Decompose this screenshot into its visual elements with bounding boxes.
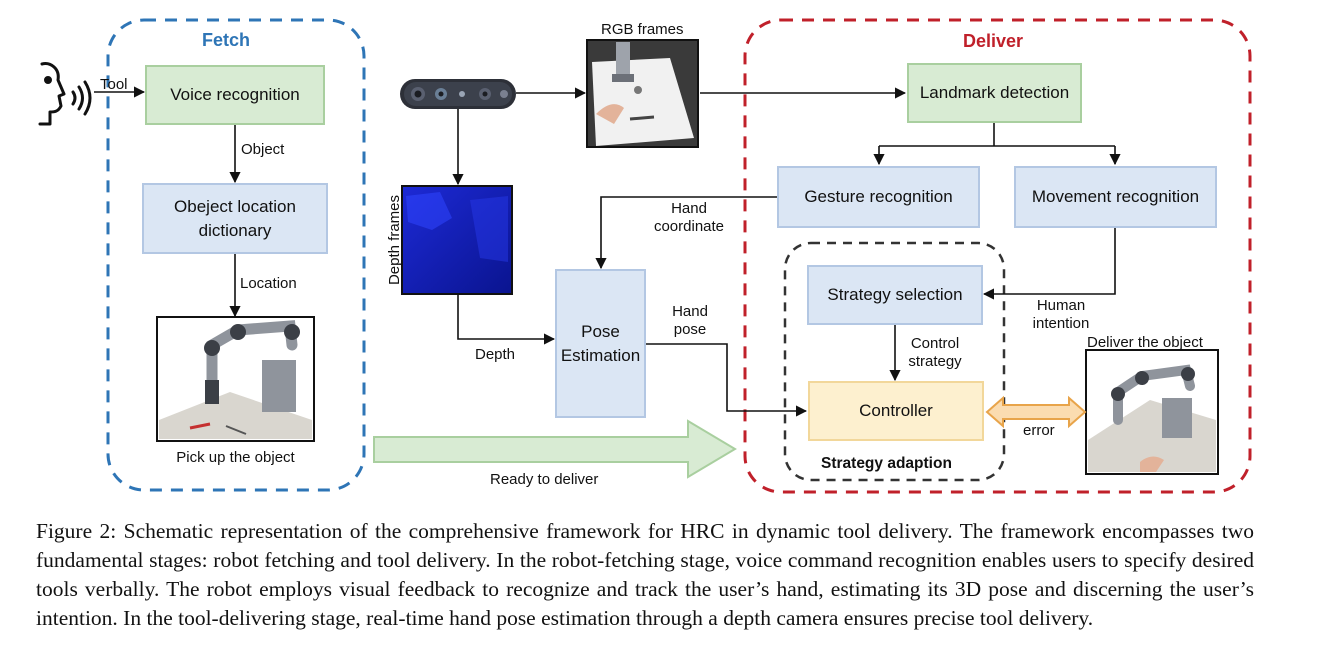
depth-camera-icon bbox=[400, 79, 516, 109]
hand-coordinate-label: Hand coordinate bbox=[644, 200, 734, 236]
location-label: Location bbox=[240, 275, 297, 292]
controller-label: Controller bbox=[859, 401, 933, 420]
pose-estimation-line2: Estimation bbox=[560, 345, 641, 365]
object-label: Object bbox=[241, 141, 285, 158]
depth-label: Depth bbox=[475, 346, 516, 363]
movement-recognition-label: Movement recognition bbox=[1031, 187, 1200, 206]
hand-pose-line2: pose bbox=[673, 321, 707, 338]
fetch-stage-title: Fetch bbox=[202, 30, 251, 50]
robot-pickup-image bbox=[156, 316, 315, 442]
framework-diagram: Fetch Deliver Tool Voice recognition Obj… bbox=[38, 18, 1252, 494]
strategy-selection-box: Strategy selection bbox=[807, 265, 983, 325]
error-double-arrow bbox=[985, 395, 1087, 429]
location-dictionary-line1: Obeject location bbox=[174, 196, 296, 216]
pick-up-caption: Pick up the object bbox=[176, 449, 295, 466]
hand-pose-label: Hand pose bbox=[660, 303, 720, 339]
robot-deliver-image bbox=[1085, 349, 1219, 475]
hand-coordinate-line2: coordinate bbox=[653, 218, 725, 235]
tool-label: Tool bbox=[100, 76, 128, 93]
hand-pose-line1: Hand bbox=[672, 303, 708, 320]
object-location-dictionary-box: Obeject location dictionary bbox=[142, 183, 328, 254]
human-intention-label: Human intention bbox=[1022, 297, 1100, 333]
error-label: error bbox=[1023, 422, 1055, 439]
ready-to-deliver-label: Ready to deliver bbox=[490, 471, 599, 488]
diagram-lines bbox=[38, 18, 1252, 494]
pose-estimation-box: Pose Estimation bbox=[555, 269, 646, 418]
voice-recognition-label: Voice recognition bbox=[170, 85, 300, 104]
controller-box: Controller bbox=[808, 381, 984, 441]
ready-to-deliver-arrow bbox=[373, 419, 737, 479]
speaking-head-icon bbox=[38, 62, 92, 126]
fetch-stage-frame bbox=[106, 18, 366, 492]
rgb-frames-label: RGB frames bbox=[601, 21, 684, 38]
control-strategy-line2: strategy bbox=[908, 353, 962, 370]
depth-frame-image bbox=[401, 185, 513, 295]
strategy-selection-label: Strategy selection bbox=[827, 285, 963, 304]
rgb-frame-image bbox=[586, 39, 699, 148]
voice-recognition-box: Voice recognition bbox=[145, 65, 325, 125]
control-strategy-line1: Control bbox=[910, 335, 960, 352]
pose-estimation-line1: Pose bbox=[581, 321, 620, 341]
deliver-stage-frame bbox=[743, 18, 1252, 494]
hand-coordinate-line1: Hand bbox=[671, 200, 707, 217]
location-dictionary-line2: dictionary bbox=[198, 220, 272, 240]
gesture-recognition-label: Gesture recognition bbox=[804, 187, 953, 206]
landmark-detection-label: Landmark detection bbox=[919, 83, 1070, 102]
gesture-recognition-box: Gesture recognition bbox=[777, 166, 980, 228]
figure-caption: Figure 2: Schematic representation of th… bbox=[36, 519, 1254, 630]
strategy-adaption-label: Strategy adaption bbox=[821, 455, 952, 472]
deliver-object-caption: Deliver the object bbox=[1087, 334, 1203, 351]
control-strategy-label: Control strategy bbox=[895, 335, 975, 371]
depth-frames-label: Depth frames bbox=[386, 194, 403, 286]
landmark-detection-box: Landmark detection bbox=[907, 63, 1082, 123]
deliver-stage-title: Deliver bbox=[963, 31, 1024, 51]
human-intention-line1: Human bbox=[1036, 297, 1086, 314]
strategy-adaption-frame bbox=[783, 241, 1006, 482]
human-intention-line2: intention bbox=[1032, 315, 1090, 332]
movement-recognition-box: Movement recognition bbox=[1014, 166, 1217, 228]
